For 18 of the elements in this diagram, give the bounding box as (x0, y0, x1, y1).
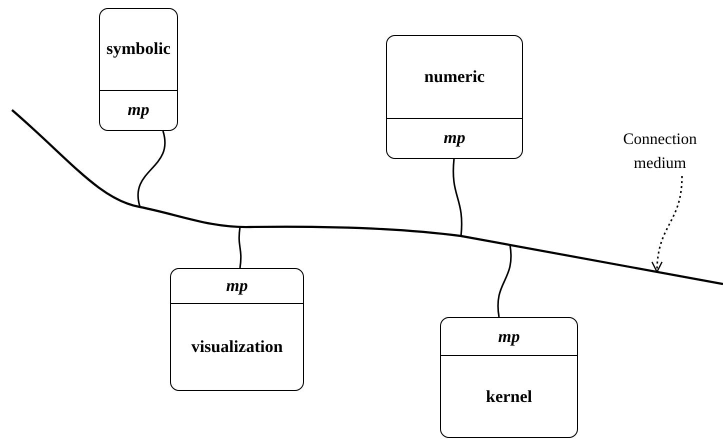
component-box (170, 268, 304, 391)
component-name: visualization (191, 337, 283, 358)
connector-line (497, 244, 512, 318)
connector-line (238, 226, 242, 268)
annotation-text: Connection medium (600, 128, 720, 176)
interface-label: mp (498, 326, 520, 347)
connector-line (452, 158, 462, 236)
component-box (440, 317, 578, 438)
component-box (99, 8, 178, 131)
interface-label: mp (444, 128, 466, 148)
connector-line (137, 130, 166, 208)
component-name: numeric (424, 66, 485, 87)
interface-label: mp (226, 276, 248, 296)
interface-label: mp (128, 100, 150, 120)
component-name: symbolic (106, 39, 171, 60)
component-name: kernel (486, 386, 532, 407)
component-box (386, 35, 523, 159)
leader-line (652, 176, 683, 273)
